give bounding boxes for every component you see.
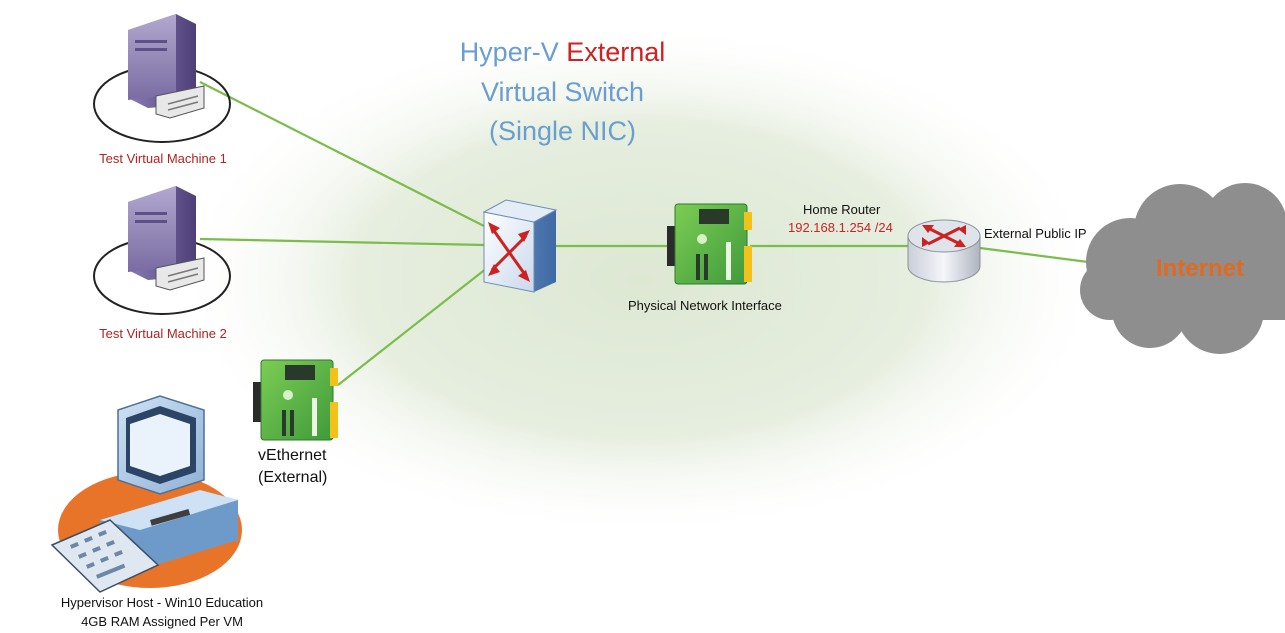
link-vethernet-to-switch — [337, 267, 488, 386]
title-highlight: External — [566, 37, 666, 67]
vethernet-label-line1: vEthernet — [258, 447, 327, 464]
network-card-icon — [253, 359, 338, 441]
desktop-computer-icon — [50, 395, 242, 593]
background-glow — [170, 20, 1110, 540]
router-icon — [907, 219, 981, 283]
diagram-title-line3: (Single NIC) — [488, 116, 637, 146]
vm1-label: Test Virtual Machine 1 — [99, 151, 227, 166]
network-links — [199, 81, 1089, 386]
network-switch-icon — [482, 199, 558, 293]
external-public-ip-label: External Public IP — [984, 226, 1087, 241]
link-router-to-internet — [979, 246, 1089, 264]
link-vm2-to-switch — [199, 237, 485, 247]
network-card-icon — [667, 203, 752, 285]
diagram-title-line2: Virtual Switch — [480, 77, 645, 107]
server-tower-icon — [93, 14, 231, 143]
internet-label: Internet — [1156, 255, 1245, 282]
router-label: Home Router — [803, 202, 881, 217]
server-tower-icon — [93, 186, 231, 315]
cloud-icon — [1080, 183, 1285, 354]
host-label-line2: 4GB RAM Assigned Per VM — [81, 614, 243, 629]
host-label-line1: Hypervisor Host - Win10 Education — [60, 595, 264, 610]
title-prefix: Hyper-V — [459, 37, 559, 67]
diagram-title-line1: Hyper-V External — [390, 32, 735, 72]
physical-nic-label: Physical Network Interface — [628, 298, 782, 313]
router-ip-label: 192.168.1.254 /24 — [788, 220, 893, 235]
link-vm1-to-switch — [199, 81, 485, 227]
vethernet-label-line2: (External) — [258, 469, 328, 486]
vm2-label: Test Virtual Machine 2 — [99, 326, 227, 341]
